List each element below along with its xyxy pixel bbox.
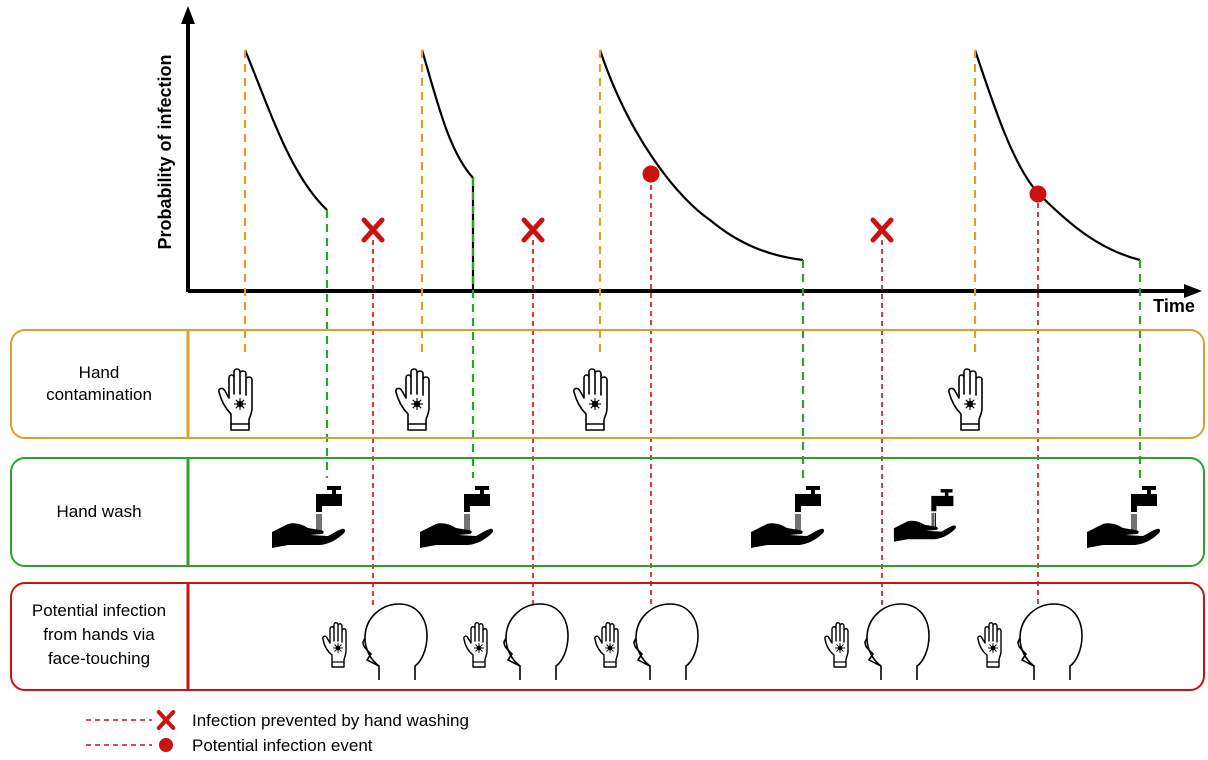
infection-connectors <box>372 176 1039 605</box>
lane-hand-contamination: Hand contamination <box>10 329 1205 439</box>
x-mark-icon <box>364 220 382 240</box>
hand-to-face-icon <box>463 603 569 681</box>
contaminated-hand-icon <box>948 368 983 431</box>
x-axis-label: Time <box>1153 296 1195 316</box>
y-axis-label: Probability of infection <box>155 54 175 249</box>
lane-label: Hand <box>79 363 120 382</box>
wash-connectors <box>325 178 1142 478</box>
decay-curve-3 <box>598 49 804 262</box>
hand-wash-faucet-icon <box>893 488 957 543</box>
red-dot-icon <box>1029 185 1047 203</box>
lane-label: face-touching <box>48 649 150 668</box>
x-mark-icon <box>873 220 891 240</box>
x-mark-icon <box>524 220 542 240</box>
hand-wash-faucet-icon <box>1086 485 1161 549</box>
x-axis <box>188 284 1202 298</box>
decay-curves <box>243 49 1141 291</box>
legend-item-prevented: Infection prevented by hand washing <box>86 711 469 730</box>
lane-label: from hands via <box>43 625 155 644</box>
legend: Infection prevented by hand washing Pote… <box>86 711 469 755</box>
hand-wash-faucet-icon <box>419 485 494 549</box>
legend-label: Infection prevented by hand washing <box>192 711 469 730</box>
decay-curve-1 <box>243 49 328 211</box>
lane-label: contamination <box>46 385 152 404</box>
contaminated-hand-icon <box>218 368 253 431</box>
decay-curve-2 <box>420 49 474 179</box>
contaminated-hand-icon <box>573 368 608 431</box>
lane-label: Potential infection <box>32 601 166 620</box>
legend-item-potential: Potential infection event <box>86 736 373 755</box>
lane-label: Hand wash <box>56 502 141 521</box>
contaminated-hand-icon <box>395 368 430 431</box>
hand-wash-faucet-icon <box>750 485 825 549</box>
hand-to-face-icon <box>594 603 699 681</box>
decay-curve-4 <box>973 49 1141 262</box>
hand-to-face-icon <box>824 603 930 681</box>
contamination-connectors <box>243 50 977 358</box>
legend-label: Potential infection event <box>192 736 373 755</box>
hand-wash-faucet-icon <box>271 485 346 549</box>
hand-to-face-icon <box>322 603 428 681</box>
lane-potential-infection: Potential infection from hands via face-… <box>10 582 1205 691</box>
lane-hand-wash: Hand wash <box>10 457 1205 567</box>
y-axis <box>181 6 195 292</box>
red-dot-icon <box>642 165 660 183</box>
hand-to-face-icon <box>977 603 1083 681</box>
